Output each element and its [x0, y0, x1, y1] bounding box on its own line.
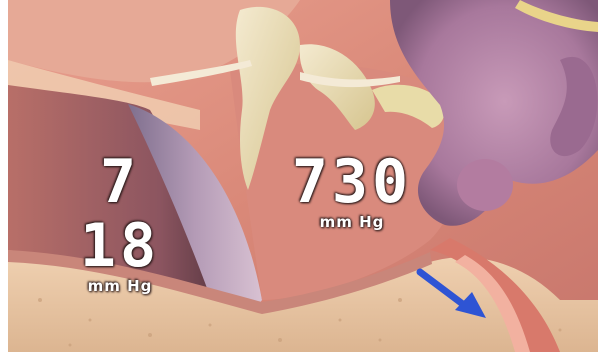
pressure-value-left: 7 18 — [50, 150, 190, 278]
cochlea-bulge — [457, 159, 513, 211]
pressure-readout-right: 730 mm Hg — [282, 150, 422, 230]
pressure-unit-left: mm Hg — [50, 278, 190, 294]
pressure-readout-left: 7 18 mm Hg — [50, 150, 190, 294]
pressure-value-right: 730 — [282, 150, 422, 214]
